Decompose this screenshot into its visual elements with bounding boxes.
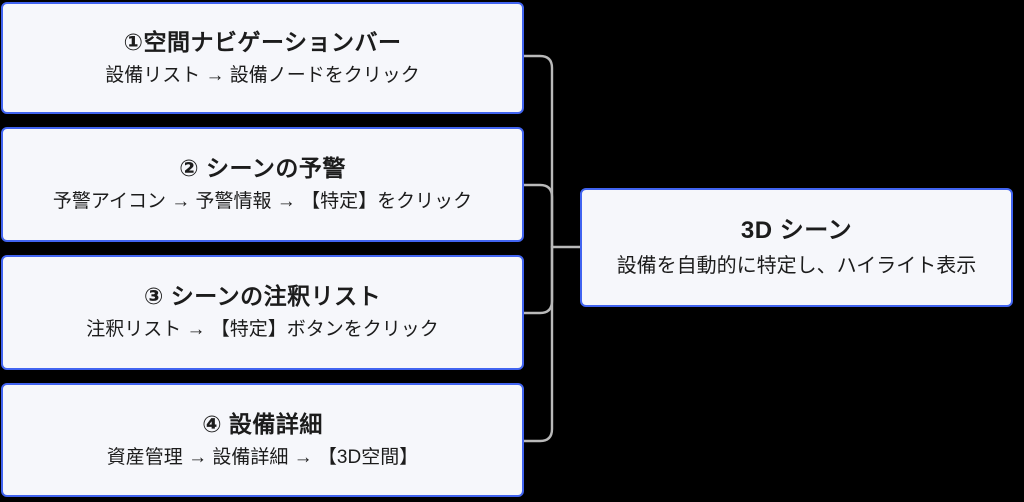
- step-node-2[interactable]: ② シーンの予警 予警アイコン → 予警情報 → 【特定】をクリック: [1, 127, 524, 242]
- step-node-1[interactable]: ①空間ナビゲーションバー 設備リスト → 設備ノードをクリック: [1, 2, 524, 114]
- step-4-subtitle: 資産管理 → 設備詳細 → 【3D空間】: [106, 446, 419, 468]
- step-1-subtitle: 設備リスト → 設備ノードをクリック: [105, 64, 420, 86]
- target-node-3d-scene[interactable]: 3D シーン 設備を自動的に特定し、ハイライト表示: [580, 188, 1013, 307]
- step-4-title: ④ 設備詳細: [202, 410, 323, 437]
- step-3-subtitle: 注釈リスト → 【特定】ボタンをクリック: [86, 319, 439, 341]
- step-3-title: ③ シーンの注釈リスト: [143, 283, 382, 310]
- connector-step-3: [522, 245, 554, 315]
- target-title: 3D シーン: [740, 217, 853, 244]
- step-node-3[interactable]: ③ シーンの注釈リスト 注釈リスト → 【特定】ボタンをクリック: [1, 255, 524, 370]
- step-1-title: ①空間ナビゲーションバー: [123, 28, 402, 55]
- connector-step-2: [522, 183, 554, 249]
- step-2-subtitle: 予警アイコン → 予警情報 → 【特定】をクリック: [52, 191, 473, 213]
- target-subtitle: 設備を自動的に特定し、ハイライト表示: [616, 255, 977, 277]
- connector-step-1: [522, 54, 554, 249]
- step-node-4[interactable]: ④ 設備詳細 資産管理 → 設備詳細 → 【3D空間】: [1, 383, 524, 497]
- step-2-title: ② シーンの予警: [179, 155, 346, 182]
- connector-step-4: [522, 245, 554, 443]
